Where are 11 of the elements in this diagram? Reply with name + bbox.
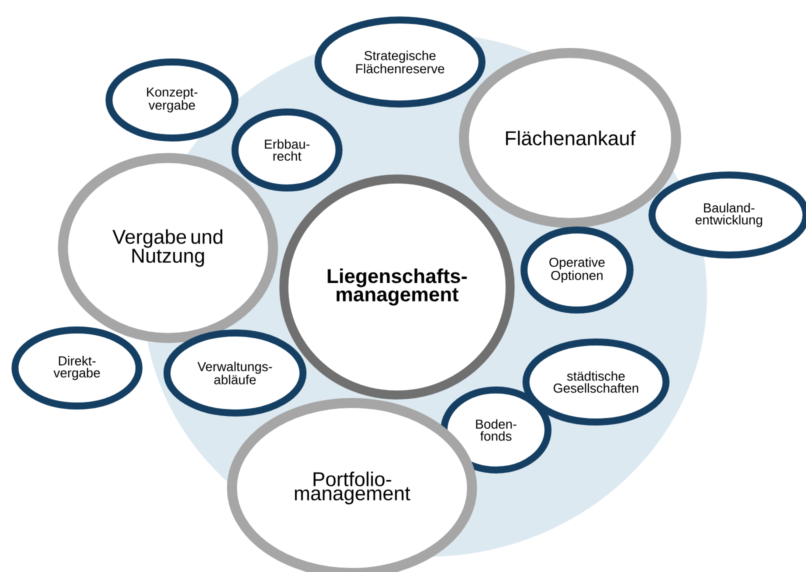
ellipse-node: Liegenschafts- management — [279, 174, 515, 400]
ellipse-node: städtische Gesellschaften — [522, 338, 670, 426]
ellipse-node: Konzept- vergabe — [106, 58, 238, 142]
ellipse-node: Flächenankauf — [458, 48, 682, 228]
ellipse-node: Bauland- entwicklung — [648, 172, 806, 258]
node-label: Flächenankauf — [506, 130, 636, 146]
ellipse-node: Verwaltungs- abläufe — [164, 330, 306, 416]
ellipse-node: Strategische Flächenreserve — [314, 16, 486, 108]
ellipse-node: Portfolio- management — [227, 398, 477, 572]
node-label: Bauland- entwicklung — [696, 202, 762, 228]
ellipse-node: Direkt- vergabe — [12, 326, 142, 410]
